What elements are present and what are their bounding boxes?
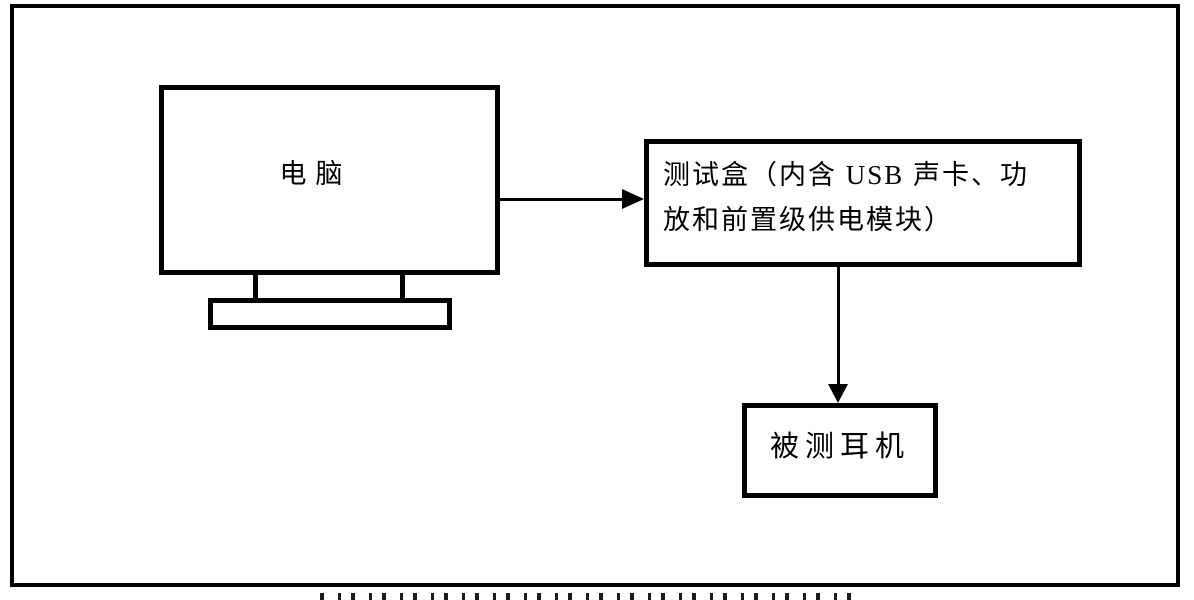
arrowhead-down-icon: [828, 384, 848, 403]
arrow-computer-to-testbox-line: [500, 198, 626, 201]
headphone-node: 被测耳机: [742, 403, 938, 498]
monitor-stand-neck-left: [253, 274, 258, 300]
testbox-label-line2: 放和前置级供电模块）: [663, 205, 953, 235]
arrow-testbox-to-headphone-line: [837, 267, 840, 385]
computer-label: 电脑: [279, 158, 352, 189]
arrowhead-right-icon: [622, 189, 644, 209]
monitor-stand-neck-right: [400, 274, 405, 300]
clipped-caption-fragments: [320, 593, 865, 600]
testbox-node: 测试盒（内含 USB 声卡、功 放和前置级供电模块）: [644, 139, 1082, 267]
computer-node: 电脑: [159, 85, 500, 275]
testbox-label-line1: 测试盒（内含 USB 声卡、功: [663, 160, 1030, 190]
testbox-label: 测试盒（内含 USB 声卡、功 放和前置级供电模块）: [649, 144, 1039, 243]
headphone-label: 被测耳机: [769, 430, 910, 463]
monitor-stand-base: [208, 298, 452, 330]
